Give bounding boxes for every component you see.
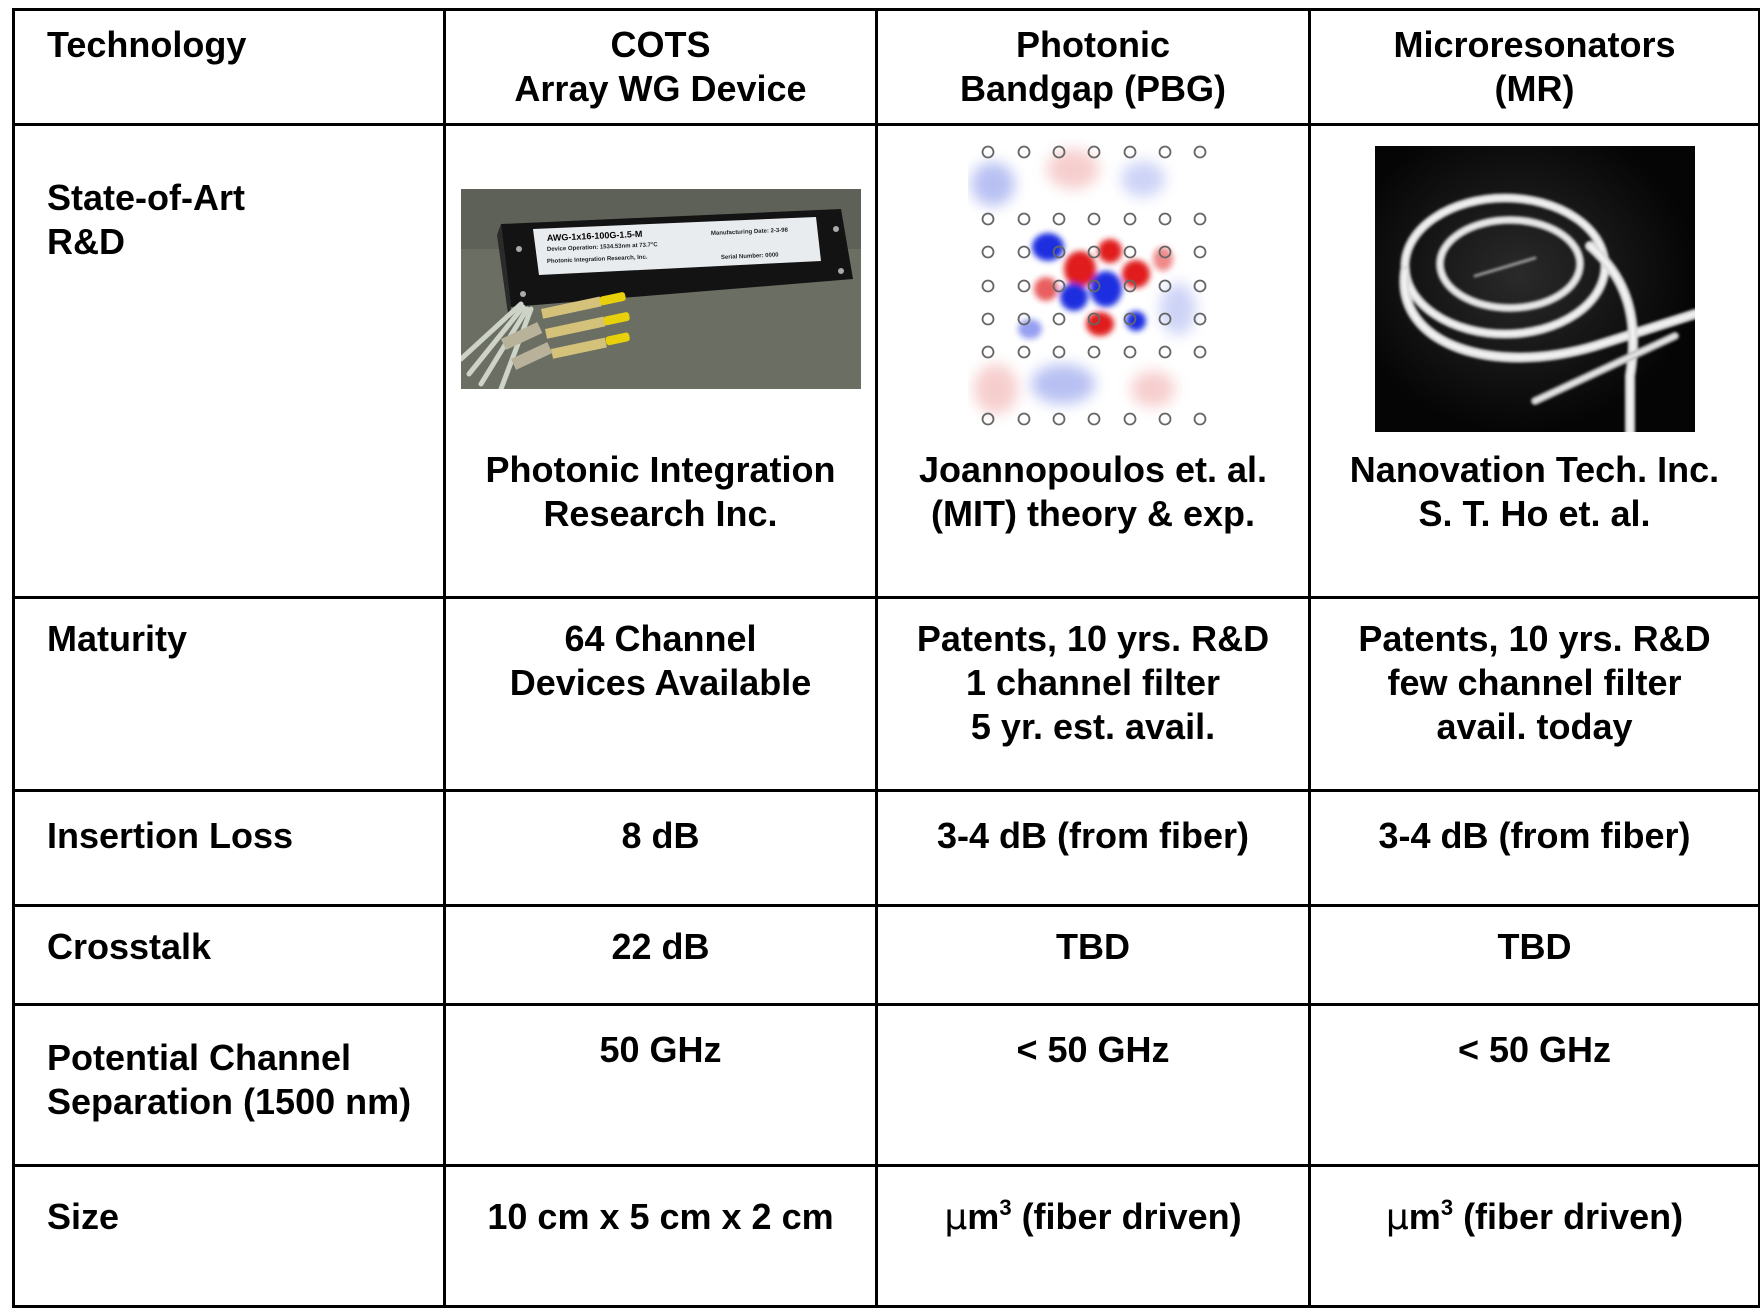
cots-size: 10 cm x 5 cm x 2 cm bbox=[443, 1164, 878, 1308]
awg-device-photo: AWG-1x16-100G-1.5-M Device Operation: 15… bbox=[460, 189, 861, 389]
lattice-rod bbox=[1017, 312, 1031, 326]
lattice-rod bbox=[1017, 245, 1031, 259]
lattice-rod bbox=[1193, 212, 1207, 226]
lattice-rod bbox=[1158, 412, 1172, 426]
insertion-loss-label: Insertion Loss bbox=[12, 789, 446, 907]
photonic-crystal-field-map bbox=[968, 139, 1218, 439]
lattice-rod bbox=[1017, 345, 1031, 359]
lattice-rod bbox=[981, 345, 995, 359]
lattice-rod bbox=[1123, 212, 1137, 226]
lattice-rod bbox=[1052, 345, 1066, 359]
cots-crosstalk: 22 dB bbox=[443, 904, 878, 1006]
lattice-rod bbox=[1193, 245, 1207, 259]
pbg-size: µm3 (fiber driven) bbox=[875, 1164, 1311, 1308]
mr-header: Microresonators(MR) bbox=[1308, 8, 1760, 126]
lattice-rod bbox=[1123, 145, 1137, 159]
mr-insertion-loss: 3-4 dB (from fiber) bbox=[1308, 789, 1760, 907]
crosstalk-label: Crosstalk bbox=[12, 904, 446, 1006]
lattice-rod bbox=[1123, 412, 1137, 426]
technology-header: Technology bbox=[12, 8, 446, 126]
maturity-label: Maturity bbox=[12, 596, 446, 792]
mr-sota-cell: Nanovation Tech. Inc.S. T. Ho et. al. bbox=[1308, 123, 1760, 599]
lattice-rod bbox=[1052, 145, 1066, 159]
lattice-rod bbox=[1087, 345, 1101, 359]
lattice-rod bbox=[981, 279, 995, 293]
lattice-rod bbox=[1123, 279, 1137, 293]
lattice-rod bbox=[1158, 145, 1172, 159]
lattice-rod bbox=[1017, 145, 1031, 159]
crosstalk-row: Crosstalk 22 dB TBD TBD bbox=[12, 904, 1760, 1006]
lattice-rod bbox=[1158, 245, 1172, 259]
lattice-rod bbox=[1193, 412, 1207, 426]
lattice-rod bbox=[981, 412, 995, 426]
size-row: Size 10 cm x 5 cm x 2 cm µm3 (fiber driv… bbox=[12, 1164, 1760, 1308]
lattice-rod bbox=[1193, 345, 1207, 359]
lattice-rod bbox=[1087, 312, 1101, 326]
lattice-rod bbox=[1087, 145, 1101, 159]
lattice-rod bbox=[1158, 345, 1172, 359]
cots-separation: 50 GHz bbox=[443, 1003, 878, 1167]
lattice-rod bbox=[1052, 412, 1066, 426]
microring-sem-image bbox=[1374, 146, 1695, 432]
pbg-insertion-loss: 3-4 dB (from fiber) bbox=[875, 789, 1311, 907]
cots-insertion-loss: 8 dB bbox=[443, 789, 878, 907]
pbg-separation: < 50 GHz bbox=[875, 1003, 1311, 1167]
lattice-rod bbox=[1158, 212, 1172, 226]
pbg-caption: Joannopoulos et. al.(MIT) theory & exp. bbox=[918, 449, 1268, 534]
lattice-rod bbox=[1193, 279, 1207, 293]
lattice-rod bbox=[1052, 312, 1066, 326]
lattice-rod bbox=[981, 312, 995, 326]
lattice-rod bbox=[981, 145, 995, 159]
svg-text:Manufacturing Date: 2-3-98: Manufacturing Date: 2-3-98 bbox=[710, 228, 788, 237]
mr-size: µm3 (fiber driven) bbox=[1308, 1164, 1760, 1308]
lattice-rod bbox=[1193, 145, 1207, 159]
pbg-sota-cell: Joannopoulos et. al.(MIT) theory & exp. bbox=[875, 123, 1311, 599]
pbg-crosstalk: TBD bbox=[875, 904, 1311, 1006]
lattice-rod bbox=[1087, 245, 1101, 259]
mr-caption: Nanovation Tech. Inc.S. T. Ho et. al. bbox=[1349, 449, 1720, 534]
svg-text:Photonic Integration Research,: Photonic Integration Research, Inc. bbox=[546, 255, 647, 265]
lattice-rod bbox=[1087, 412, 1101, 426]
lattice-rod bbox=[1017, 412, 1031, 426]
lattice-rod bbox=[1052, 279, 1066, 293]
lattice-rod bbox=[1123, 312, 1137, 326]
lattice-rod bbox=[1052, 245, 1066, 259]
mr-crosstalk: TBD bbox=[1308, 904, 1760, 1006]
lattice-rod bbox=[1123, 245, 1137, 259]
lattice-rod bbox=[1087, 279, 1101, 293]
lattice-rod bbox=[1087, 212, 1101, 226]
lattice-rod bbox=[981, 245, 995, 259]
mr-separation: < 50 GHz bbox=[1308, 1003, 1760, 1167]
lattice-rod bbox=[1123, 345, 1137, 359]
svg-text:Serial Number: 0000: Serial Number: 0000 bbox=[720, 252, 779, 261]
lattice-rod bbox=[1158, 312, 1172, 326]
lattice-rod bbox=[1017, 212, 1031, 226]
svg-text:Device Operation: 1534.53nm at: Device Operation: 1534.53nm at 73.7°C bbox=[546, 242, 658, 253]
lattice-rod bbox=[1017, 279, 1031, 293]
insertion-loss-row: Insertion Loss 8 dB 3-4 dB (from fiber) … bbox=[12, 789, 1760, 907]
lattice-rod bbox=[1052, 212, 1066, 226]
size-label: Size bbox=[12, 1164, 446, 1308]
lattice-rod bbox=[1158, 279, 1172, 293]
svg-text:AWG-1x16-100G-1.5-M: AWG-1x16-100G-1.5-M bbox=[546, 229, 642, 243]
lattice-rod bbox=[981, 212, 995, 226]
lattice-rod bbox=[1193, 312, 1207, 326]
cots-sota-cell: AWG-1x16-100G-1.5-M Device Operation: 15… bbox=[443, 123, 878, 599]
